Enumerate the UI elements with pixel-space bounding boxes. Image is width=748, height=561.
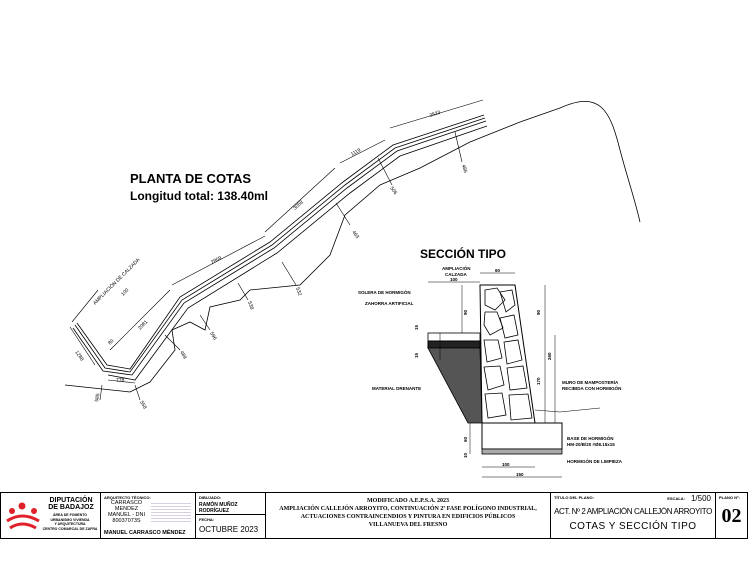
signature-text: MANUEL - DNI bbox=[107, 512, 146, 518]
lean-concrete bbox=[481, 448, 563, 455]
dim-label: 90 bbox=[536, 309, 541, 315]
dim-label: 506 bbox=[388, 186, 398, 196]
area-line: Y ARQUITECTURA bbox=[54, 522, 86, 526]
org-cell: DIPUTACIÓN DE BADAJOZ ÁREA DE FOMENTO UR… bbox=[1, 493, 101, 538]
masonry-wall bbox=[479, 284, 536, 424]
org-name: DIPUTACIÓN bbox=[49, 497, 93, 504]
label: ZAHORRA ARTIFICIAL bbox=[365, 301, 414, 306]
project-cell: MODIFICADO A.E.P.S.A. 2023 AMPLIACIÓN CA… bbox=[266, 493, 551, 538]
label: CALZADA bbox=[445, 272, 467, 277]
drawn-cell: DIBUJADO: RAMÓN MUÑOZ RODRÍGUEZ FECHA: O… bbox=[196, 493, 266, 538]
dim-label: 150 bbox=[516, 472, 524, 477]
ampliacion-label: AMPLIACIÓN DE CALZADA bbox=[91, 256, 141, 306]
plan-no-label: PLANO Nº: bbox=[719, 495, 740, 500]
dimension-lines bbox=[69, 99, 484, 401]
dim-label: 100 bbox=[502, 462, 510, 467]
plan-title-1: ACT. Nº 2 AMPLIACIÓN CALLEJÓN ARROYITO bbox=[554, 507, 712, 516]
signature-text: MENDEZ bbox=[114, 506, 139, 512]
masonry-stones bbox=[483, 287, 533, 421]
project-line: MODIFICADO A.E.P.S.A. 2023 bbox=[367, 498, 449, 504]
project-line: AMPLIACIÓN CALLEJÓN ARROYITO, CONTINUACI… bbox=[279, 506, 537, 512]
label: BASE DE HORMIGÓN bbox=[567, 434, 614, 441]
section-dimension-lines bbox=[428, 272, 562, 478]
dim-label: 558 bbox=[138, 400, 147, 410]
road-edge bbox=[74, 117, 486, 373]
label: AMPLIACIÓN bbox=[442, 264, 471, 271]
dim-label: 3058 bbox=[292, 199, 304, 211]
gravel-layer bbox=[427, 340, 481, 349]
dim-label: 538 bbox=[246, 301, 255, 311]
drainage-material bbox=[427, 347, 483, 424]
dim-label: 532 bbox=[294, 287, 303, 297]
label: HORMIGÓN DE LIMPIEZA bbox=[567, 457, 623, 464]
plan-subtitle: Longitud total: 138.40ml bbox=[130, 189, 268, 203]
plan-number: 02 bbox=[721, 505, 742, 527]
project-line: VILLANUEVA DEL FRESNO bbox=[368, 522, 448, 528]
label: RECIBIDA CON HORMIGÓN bbox=[562, 384, 621, 391]
label: 100 bbox=[450, 277, 458, 282]
scale: 1/500 bbox=[690, 494, 711, 503]
dim-label: 15 bbox=[414, 352, 419, 358]
concrete-slab bbox=[427, 332, 481, 342]
dim-label: 489 bbox=[178, 350, 187, 360]
road-edge bbox=[72, 120, 487, 376]
drawn-label: DIBUJADO: bbox=[199, 495, 222, 500]
dim-label: 778 bbox=[116, 378, 125, 384]
dim-label: 60 bbox=[463, 436, 468, 442]
date: OCTUBRE 2023 bbox=[199, 525, 259, 534]
drawn-name: RAMÓN MUÑOZ RODRÍGUEZ bbox=[199, 502, 238, 514]
section-title: SECCIÓN TIPO bbox=[420, 246, 506, 261]
dim-label: 2523 bbox=[429, 110, 442, 119]
architect-cell: ARQUITECTO TÉCNICO: CARRASCO MENDEZ MANU… bbox=[101, 493, 196, 538]
dim-label: 585 bbox=[94, 393, 101, 402]
road-edge bbox=[107, 125, 488, 381]
dim-label: 80 bbox=[107, 338, 115, 346]
ground-line bbox=[534, 407, 601, 413]
plan-title: PLANTA DE COTAS bbox=[130, 171, 251, 186]
title-block: DIPUTACIÓN DE BADAJOZ ÁREA DE FOMENTO UR… bbox=[0, 492, 748, 539]
terrain-curve bbox=[559, 100, 641, 223]
label: SOLERA DE HORMIGÓN bbox=[358, 288, 411, 295]
section-view: SECCIÓN TIPO bbox=[420, 246, 601, 478]
dim-label: 1119 bbox=[350, 147, 362, 157]
label: MATERIAL DRENANTE bbox=[372, 386, 421, 391]
label: HM-20/B/20 #Ø8.15x15 bbox=[567, 442, 615, 447]
area-line: URBANISMO VIVIENDA bbox=[50, 517, 90, 522]
dim-label: 463 bbox=[350, 230, 360, 240]
label: 60 bbox=[495, 268, 501, 273]
architect-name: MANUEL CARRASCO MÉNDEZ bbox=[104, 530, 186, 536]
dim-label: 1288 bbox=[73, 350, 84, 363]
digital-signature-box bbox=[151, 501, 191, 523]
date-label: FECHA: bbox=[199, 517, 215, 522]
area-line: ÁREA DE FOMENTO bbox=[52, 513, 88, 517]
plan-title-cell: TÍTULO DEL PLANO: ESCALA: 1/500 ACT. Nº … bbox=[551, 493, 716, 538]
dim-label: 170 bbox=[536, 377, 541, 385]
dim-label: 596 bbox=[208, 331, 217, 341]
ampliacion-value: 100 bbox=[120, 287, 130, 297]
scale-label: ESCALA: bbox=[667, 496, 685, 501]
project-line: ACTUACIONES CONTRAINCENDIOS Y PINTURA EN… bbox=[300, 514, 516, 520]
architect-label: ARQUITECTO TÉCNICO: bbox=[104, 495, 151, 500]
dim-label: 260 bbox=[547, 352, 552, 360]
plan-title-label: TÍTULO DEL PLANO: bbox=[554, 495, 594, 500]
section-labels: AMPLIACIÓN CALZADA 100 60 SOLERA DE HORM… bbox=[358, 264, 623, 477]
dim-label: 90 bbox=[463, 309, 468, 315]
cad-drawing: PLANTA DE COTAS Longitud total: 138.40ml… bbox=[64, 99, 641, 478]
dim-label: 15 bbox=[414, 324, 419, 330]
diputacion-logo bbox=[6, 502, 40, 530]
plan-title-2: COTAS Y SECCIÓN TIPO bbox=[569, 521, 697, 532]
dim-label: 10 bbox=[463, 452, 468, 458]
road-edge bbox=[76, 114, 485, 370]
divider bbox=[196, 514, 265, 515]
signature-text: CARRASCO bbox=[110, 500, 143, 506]
plan-view bbox=[64, 99, 641, 401]
org-name: DE BADAJOZ bbox=[48, 504, 94, 511]
dim-label: 486 bbox=[460, 164, 468, 174]
plan-number-cell: PLANO Nº: 02 bbox=[716, 493, 747, 538]
area-line: CENTRO COMARCAL DE ZAFRA bbox=[42, 526, 98, 531]
label: MURO DE MAMPOSTERÍA bbox=[562, 378, 619, 385]
signature-text: 80037073S bbox=[112, 518, 141, 524]
concrete-base bbox=[481, 422, 563, 450]
dim-label: 2859 bbox=[210, 255, 223, 266]
